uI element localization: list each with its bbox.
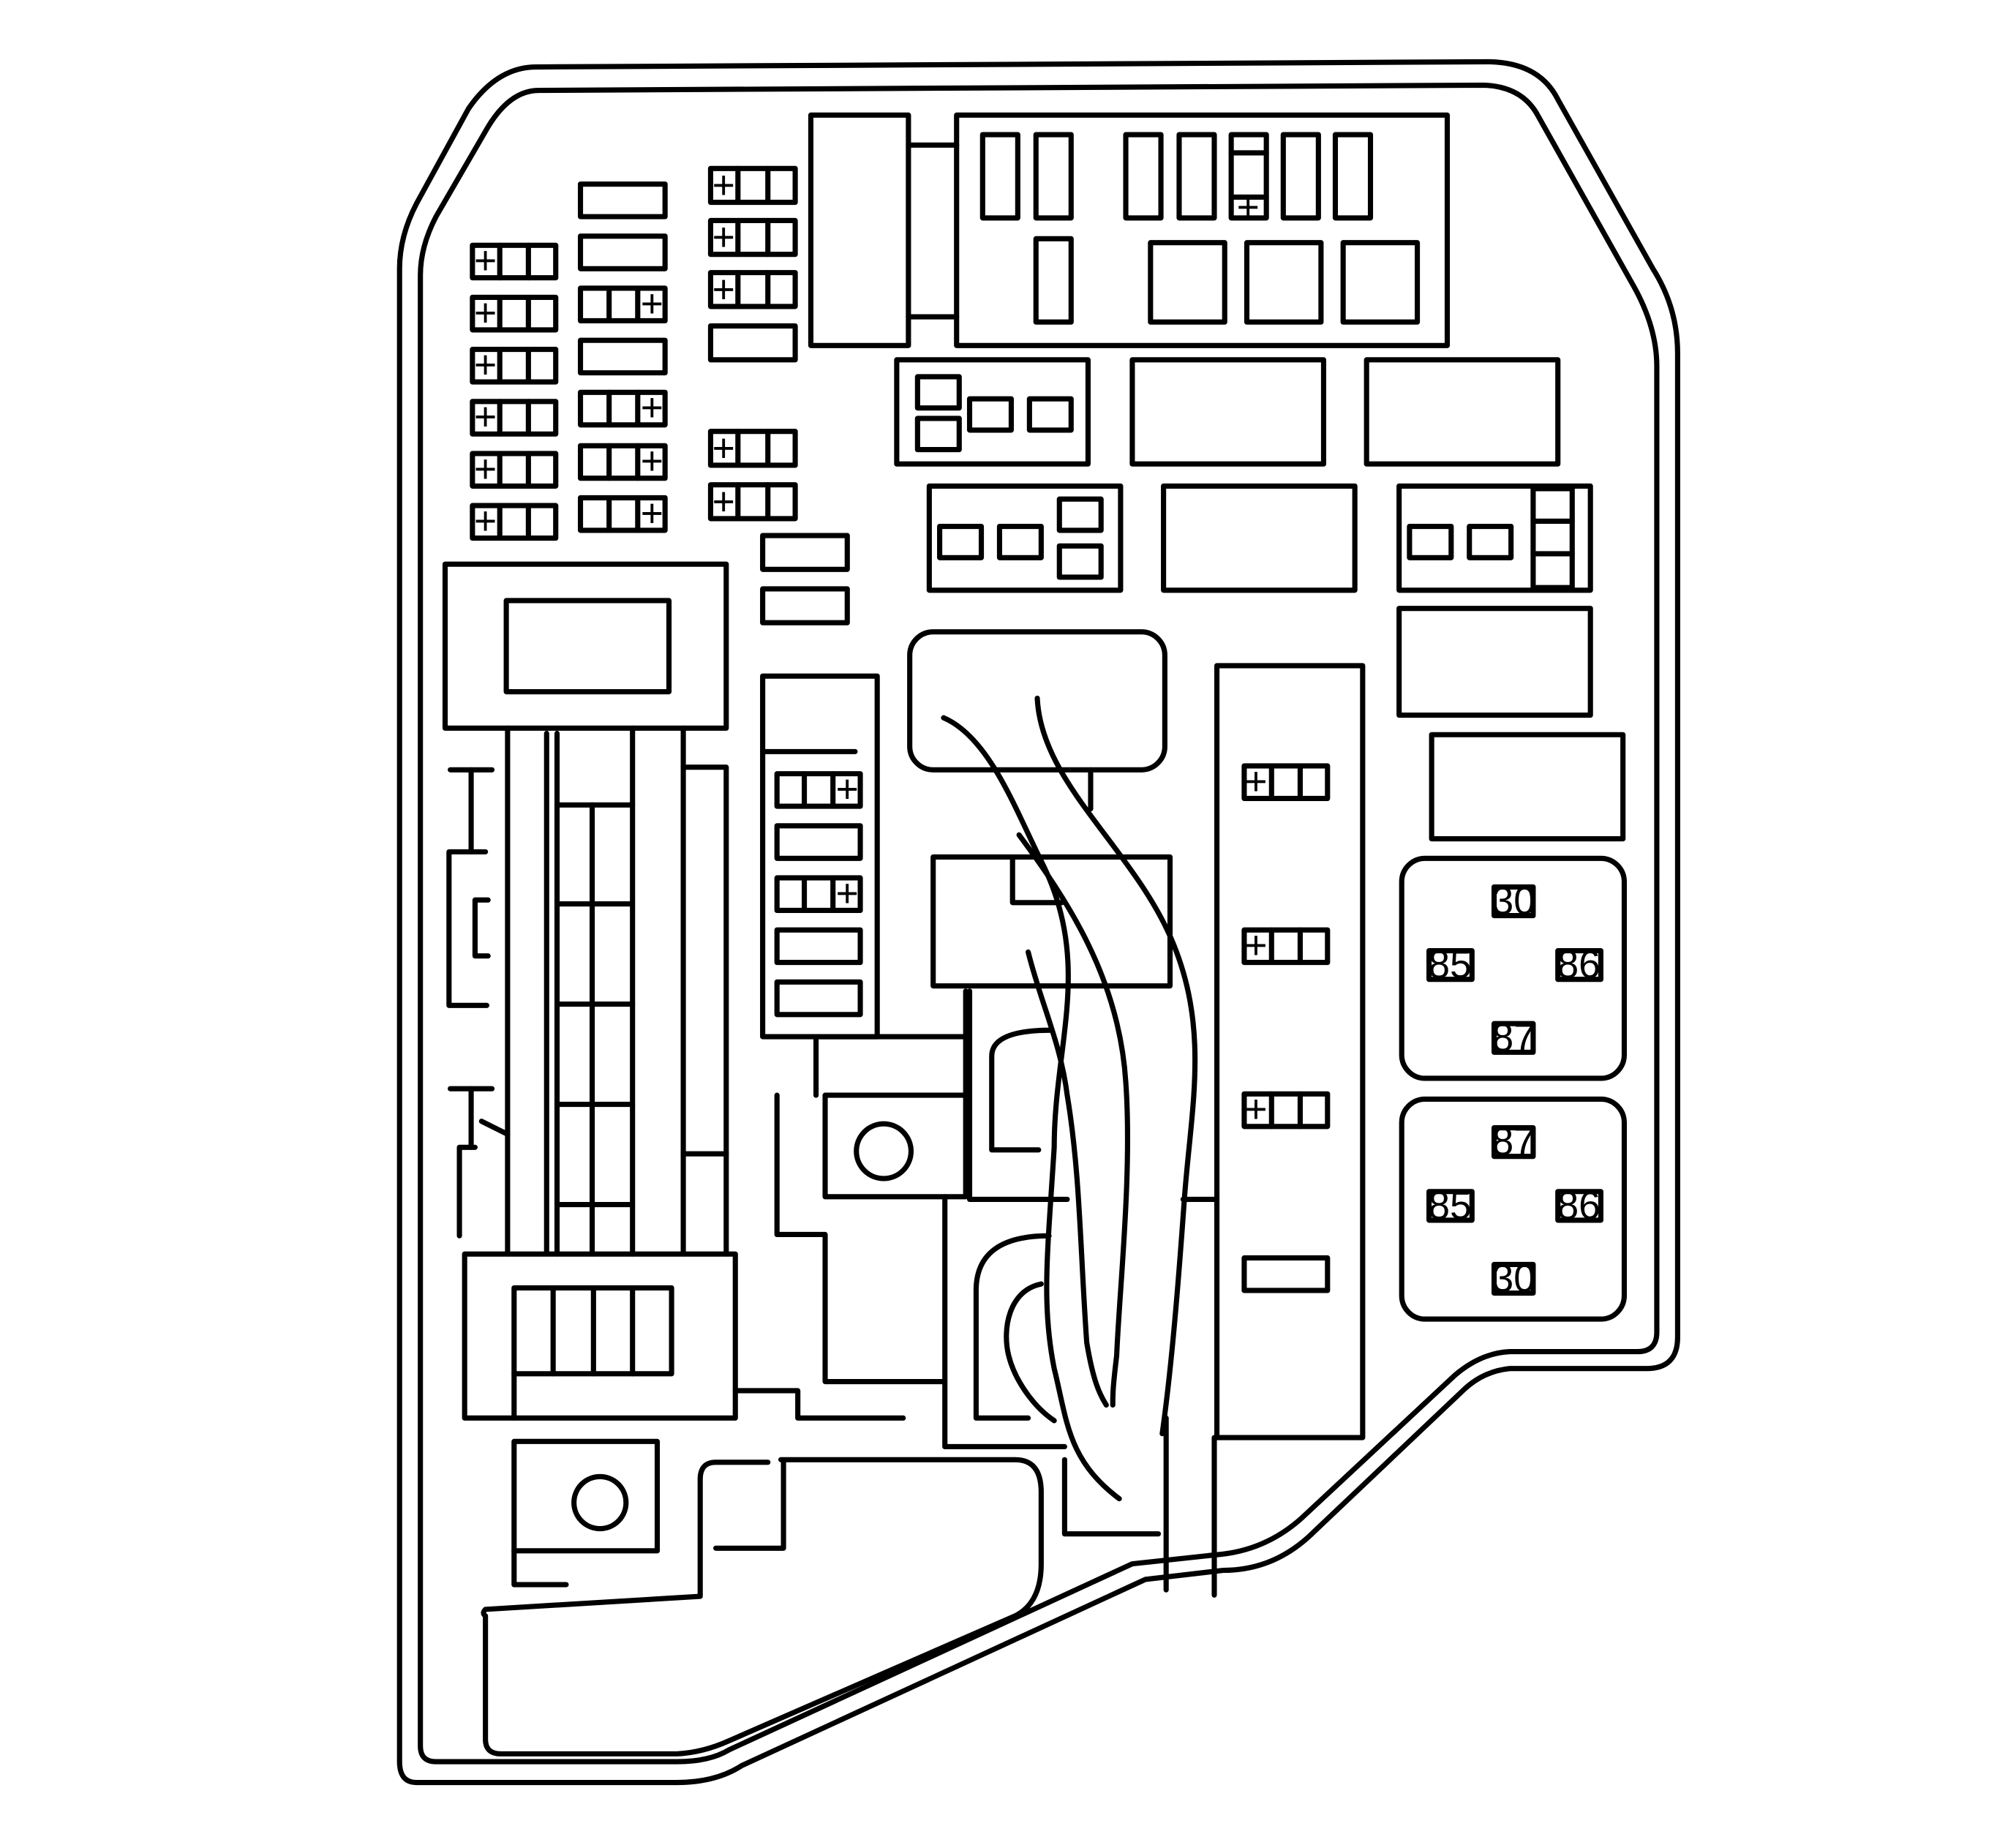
top-connector-block: + xyxy=(808,112,1451,348)
relay-row-2 xyxy=(926,483,1593,593)
fuse: + xyxy=(707,427,798,470)
fuse: + xyxy=(707,164,798,207)
svg-text:+: + xyxy=(641,282,663,326)
svg-text:+: + xyxy=(1244,1088,1267,1131)
fuse: + xyxy=(470,291,559,334)
svg-text:+: + xyxy=(836,872,859,915)
svg-text:+: + xyxy=(474,291,497,334)
fuse-column-left: + + + + + + xyxy=(470,239,559,543)
fuse-column-second: + + + + xyxy=(577,181,668,535)
fuse: + xyxy=(470,500,559,543)
maxi-fuse xyxy=(707,323,798,363)
fuse: + xyxy=(470,448,559,491)
terminal-label: 30 xyxy=(1492,879,1535,923)
fuse: + xyxy=(707,216,798,259)
busbar-module xyxy=(442,561,738,1421)
svg-text:+: + xyxy=(1244,760,1267,803)
terminal-label: 85 xyxy=(1428,944,1471,987)
maxi-fuse xyxy=(1241,1255,1331,1293)
svg-text:+: + xyxy=(712,268,735,311)
relay-row-1 xyxy=(894,357,1561,467)
maxi-fuse xyxy=(577,337,668,376)
relay-lower: 87 85 86 30 xyxy=(1399,1096,1628,1322)
terminal-label: 87 xyxy=(1492,1121,1535,1164)
fuse: + xyxy=(774,767,863,811)
svg-text:+: + xyxy=(474,343,497,386)
fuse: + xyxy=(707,480,798,523)
fuse: + xyxy=(577,386,668,429)
svg-text:+: + xyxy=(712,427,735,470)
small-fuse-panel: + + xyxy=(760,673,880,1040)
fuse: + xyxy=(577,440,668,483)
fuse: + xyxy=(1241,1088,1331,1131)
svg-text:+: + xyxy=(474,396,497,439)
svg-text:+: + xyxy=(1244,924,1267,967)
svg-text:+: + xyxy=(1237,186,1260,229)
svg-text:+: + xyxy=(712,216,735,259)
terminal-label: 30 xyxy=(1492,1257,1535,1300)
svg-text:+: + xyxy=(641,492,663,535)
fuse: + xyxy=(774,872,863,915)
maxi-fuse xyxy=(577,233,668,271)
wiring-harness xyxy=(941,695,1198,1502)
fuse: + xyxy=(470,239,559,282)
bolt-terminal-lower xyxy=(511,1438,661,1588)
maxi-fuse xyxy=(760,533,850,572)
svg-text:+: + xyxy=(474,448,497,491)
svg-text:+: + xyxy=(474,500,497,543)
svg-text:+: + xyxy=(641,440,663,483)
fuse: + xyxy=(1241,760,1331,803)
wiring-channels xyxy=(481,629,1220,1757)
terminal-label: 86 xyxy=(1557,944,1601,987)
fuse: + xyxy=(577,282,668,326)
terminal-label: 86 xyxy=(1557,1184,1601,1228)
svg-text:+: + xyxy=(641,386,663,429)
terminal-label: 87 xyxy=(1492,1016,1535,1059)
fuse: + xyxy=(577,492,668,535)
maxi-fuse xyxy=(577,181,668,219)
terminal-label: 85 xyxy=(1428,1184,1471,1228)
svg-text:+: + xyxy=(712,164,735,207)
fuse-box-housing xyxy=(396,59,1680,1786)
fuse: + xyxy=(707,268,798,311)
bolt-icon xyxy=(854,1121,914,1181)
bolt-icon xyxy=(571,1473,629,1532)
svg-text:+: + xyxy=(836,767,859,811)
bolt-terminal-middle xyxy=(822,1092,968,1200)
fuse-column-third: + + + + + xyxy=(707,164,850,625)
svg-text:+: + xyxy=(712,480,735,523)
fuse: + xyxy=(470,343,559,386)
maxi-fuse xyxy=(760,586,850,625)
relay-upper: 30 85 86 87 xyxy=(1399,855,1628,1081)
fuse: + xyxy=(470,396,559,439)
vertical-fuse-strip: + + + xyxy=(1214,663,1366,1440)
svg-text:+: + xyxy=(474,239,497,282)
fuse: + xyxy=(1241,924,1331,967)
right-modules xyxy=(1396,606,1626,842)
